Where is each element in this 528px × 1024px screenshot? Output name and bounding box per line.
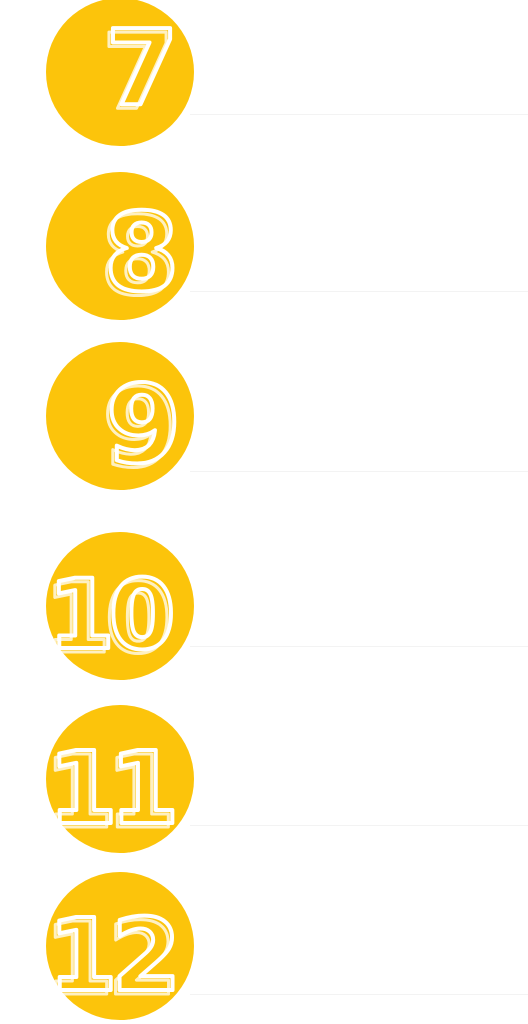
divider [190, 291, 528, 292]
svg-text:9: 9 [106, 363, 181, 488]
svg-text:12: 12 [48, 897, 175, 1014]
benefit-text: Telemedicina: consultas online facilitad… [203, 907, 486, 924]
number-badge [46, 0, 194, 146]
number-11-graphic: 11 11 [43, 728, 183, 853]
number-8-graphic: 8 8 [99, 189, 182, 322]
svg-text:11: 11 [48, 730, 173, 847]
number-badge [46, 172, 194, 320]
number-badge [46, 342, 194, 490]
number-10-graphic: 10 10 [43, 557, 180, 677]
number-badge [46, 705, 194, 853]
svg-text:12: 12 [44, 901, 171, 1018]
svg-text:7: 7 [106, 7, 178, 129]
benefit-text: Parceria com TotalPass: acesso a academi… [203, 734, 514, 778]
svg-text:8: 8 [100, 195, 175, 320]
svg-text:10: 10 [44, 563, 168, 675]
divider [190, 114, 528, 115]
number-badge [46, 532, 194, 680]
benefit-text: Clube de Benefícios com descontos, vanta… [203, 559, 454, 603]
svg-text:7: 7 [102, 11, 174, 133]
benefit-text: Acolhimento dos tratamentos de casos crô… [203, 378, 471, 422]
benefit-text: GG Analytics: análise preditiva de patol… [203, 26, 522, 70]
divider [190, 994, 528, 995]
benefit-text: Mais autonomia no dia a dia do RH para f… [203, 203, 480, 247]
svg-text:8: 8 [104, 191, 179, 316]
number-12-graphic: 12 12 [43, 895, 184, 1020]
svg-text:11: 11 [44, 734, 169, 851]
number-9-graphic: 9 9 [101, 361, 184, 494]
divider [190, 471, 528, 472]
number-badge [46, 872, 194, 1020]
number-7-graphic: 7 7 [101, 5, 181, 135]
svg-text:10: 10 [48, 559, 172, 671]
svg-text:9: 9 [102, 367, 177, 492]
divider [190, 825, 528, 826]
divider [190, 646, 528, 647]
